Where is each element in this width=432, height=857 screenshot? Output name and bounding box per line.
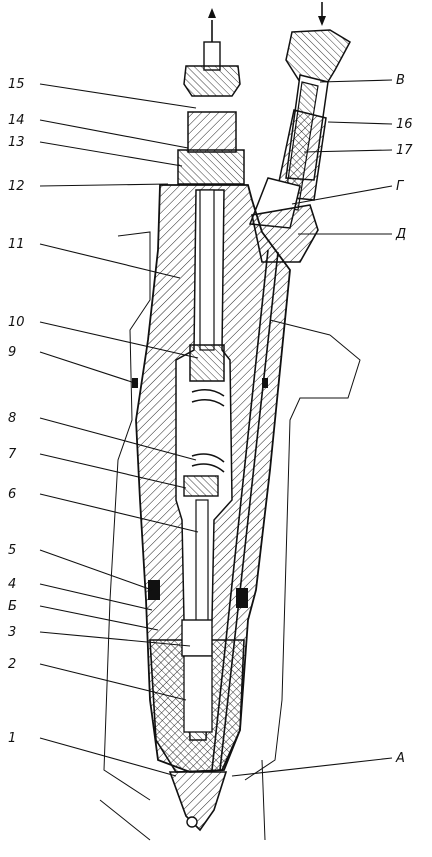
outlet-fitting [177,8,245,185]
label-V: В [396,73,405,88]
label-10: 10 [8,315,25,330]
label-15: 15 [8,77,25,92]
label-13: 13 [8,135,25,150]
injector-body [132,184,291,832]
leader-lines [39,79,393,777]
cylinder-head-outline [99,231,361,841]
label-4: 4 [8,577,16,592]
label-5: 5 [8,543,16,558]
label-8: 8 [8,411,16,426]
label-1: 1 [8,731,16,746]
label-G: Г [396,179,405,194]
label-7: 7 [8,447,17,462]
labels-left: 15 14 13 12 11 10 9 8 7 6 5 4 Б 3 2 1 [8,77,25,746]
label-3: 3 [8,625,16,640]
inlet-fitting [248,29,351,263]
label-9: 9 [8,345,16,360]
inlet-arrow [318,2,326,26]
label-2: 2 [8,657,16,672]
label-14: 14 [8,113,25,128]
label-6: 6 [8,487,16,502]
label-B: Б [8,599,17,614]
label-D: Д [395,227,406,242]
labels-right: В 16 17 Г Д А [395,73,413,766]
label-17: 17 [396,143,413,158]
label-12: 12 [8,179,25,194]
label-A: А [395,751,405,766]
label-16: 16 [396,117,413,132]
label-11: 11 [8,237,25,252]
